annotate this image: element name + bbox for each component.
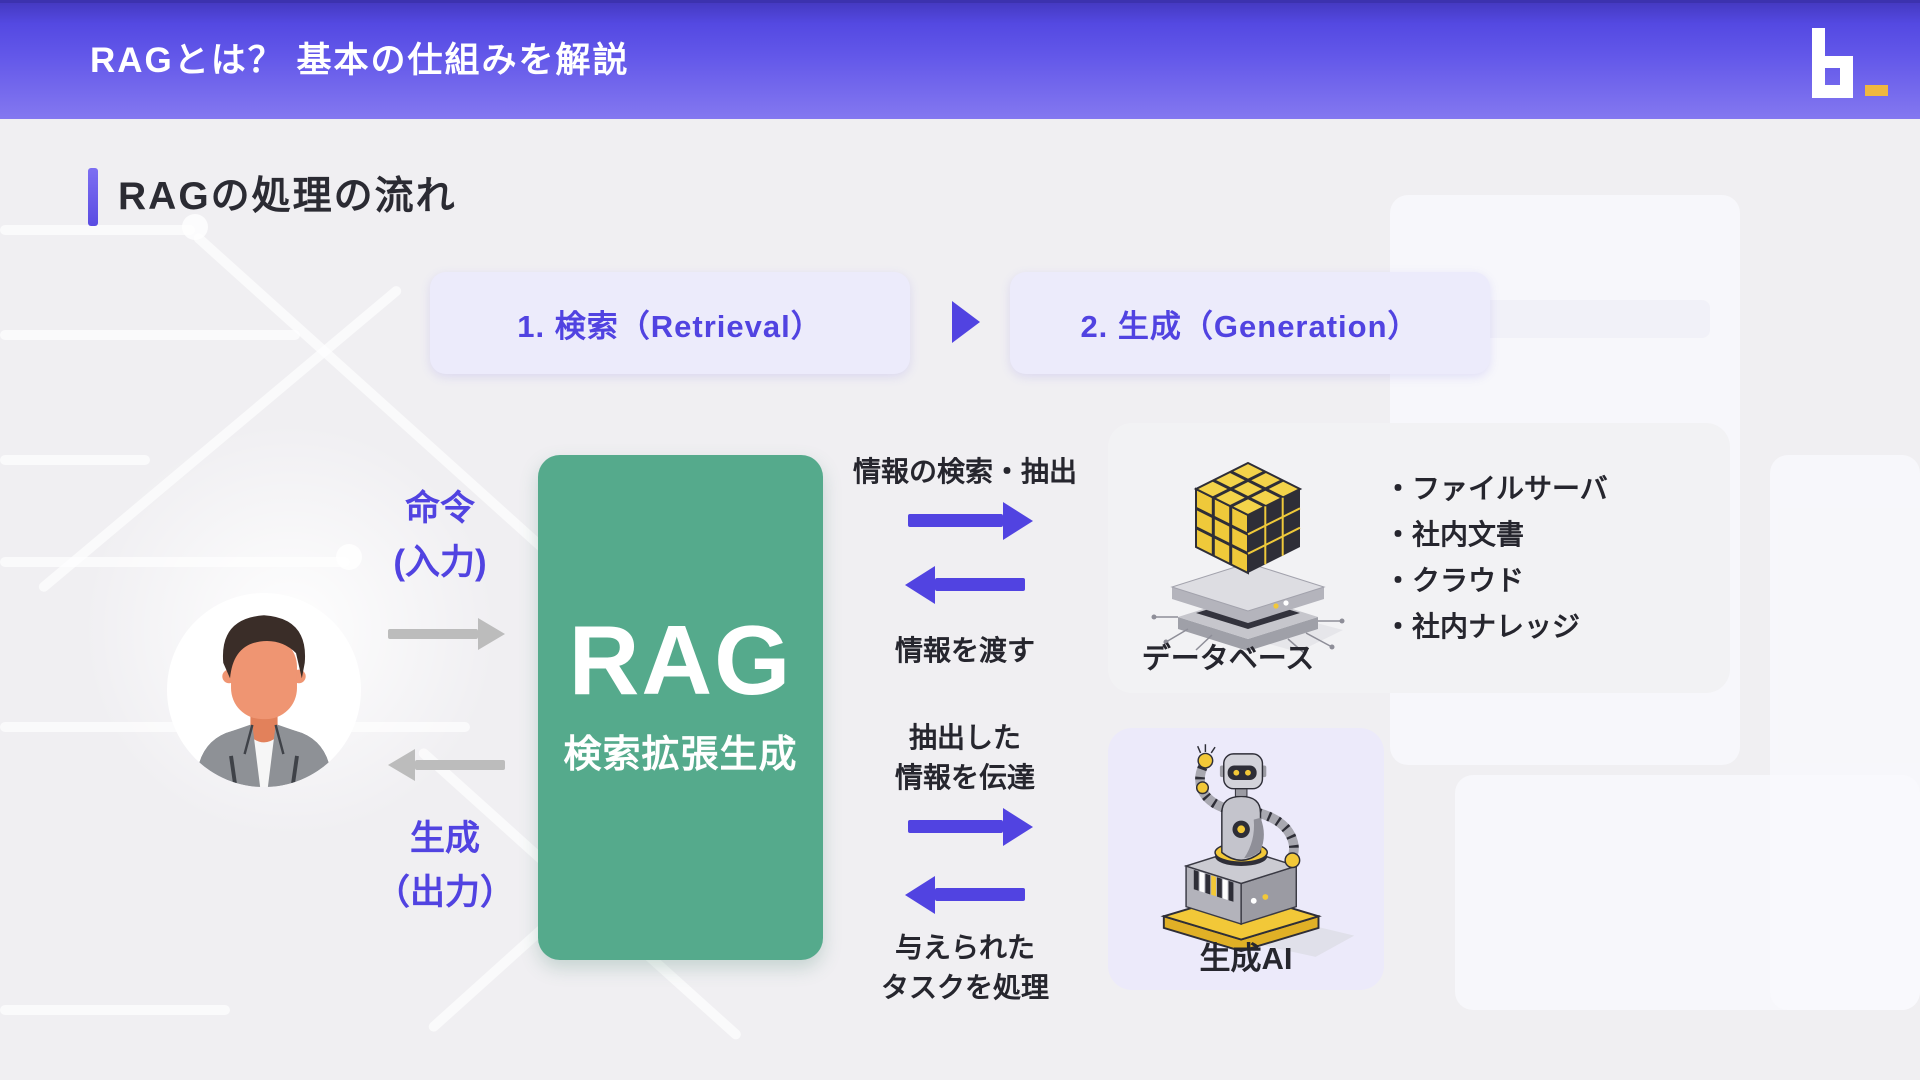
bg-circuit-line [0,455,150,465]
generation-request-label: 抽出した 情報を伝達 [845,718,1085,798]
ai-panel: 生成AI [1108,728,1384,990]
header-bar: RAGとは？ 基本の仕組みを解説 [0,0,1920,119]
database-item: ・クラウド [1384,565,1525,596]
brand-logo-icon [1812,28,1888,98]
user-input-label-line1: 命令 [404,489,475,528]
robot-icon [1160,744,1355,957]
database-item: ・社内文書 [1384,519,1525,550]
page-title: RAGとは？ 基本の仕組みを解説 [90,41,630,80]
bg-circuit-line [0,225,195,235]
person-icon [196,615,332,787]
database-item: ・社内ナレッジ [1384,611,1581,642]
bg-circuit-line [0,1005,230,1015]
retrieval-response-arrow-icon [935,578,1025,591]
user-to-rag-arrow-icon [388,629,478,639]
generation-request-label-line2: 情報を伝達 [894,762,1035,793]
logo-underscore [1865,85,1888,96]
generation-request-label-line1: 抽出した [908,722,1021,753]
bg-ghost-panel [1455,775,1920,1010]
bg-ghost-panel [1770,455,1920,1010]
step-arrow-icon [952,301,980,343]
user-output-label-line1: 生成 [409,819,480,858]
database-icon [1151,461,1345,654]
rag-title: RAG [568,605,793,715]
user-input-label-line2: (入力) [393,543,487,582]
generation-response-label-line1: 与えられた [894,932,1035,963]
retrieval-request-label: 情報の検索・抽出 [852,456,1077,487]
retrieval-response-label: 情報を渡す [894,635,1035,666]
generation-response-arrow-icon [935,888,1025,901]
user-output-label: 生成 （出力） [335,812,555,920]
logo-b-loop [1812,56,1853,98]
generation-request-arrow-icon [908,820,1003,833]
step-badge-generation: 2. 生成（Generation） [1010,272,1490,374]
section-heading: RAGの処理の流れ [118,175,457,218]
user-avatar [167,593,361,787]
rag-subtitle: 検索拡張生成 [563,734,798,776]
step-badge-retrieval: 1. 検索（Retrieval） [430,272,910,374]
user-input-label: 命令 (入力) [340,482,540,590]
user-output-label-line2: （出力） [374,873,515,912]
database-caption: データベース [1141,643,1315,675]
generation-response-label-line2: タスクを処理 [880,972,1049,1003]
bg-circuit-line [0,557,350,567]
database-panel: データベース [1108,423,1730,693]
rag-to-user-arrow-icon [415,760,505,770]
database-item-list: ・ファイルサーバ ・社内文書 ・クラウド ・社内ナレッジ [1384,466,1724,650]
section-accent-bar [88,168,98,226]
bg-circuit-line [0,330,300,340]
ai-caption: 生成AI [1199,941,1293,976]
rag-box: RAG 検索拡張生成 [538,455,823,960]
generation-response-label: 与えられた タスクを処理 [840,928,1090,1008]
database-item: ・ファイルサーバ [1384,473,1608,504]
retrieval-request-arrow-icon [908,514,1003,527]
